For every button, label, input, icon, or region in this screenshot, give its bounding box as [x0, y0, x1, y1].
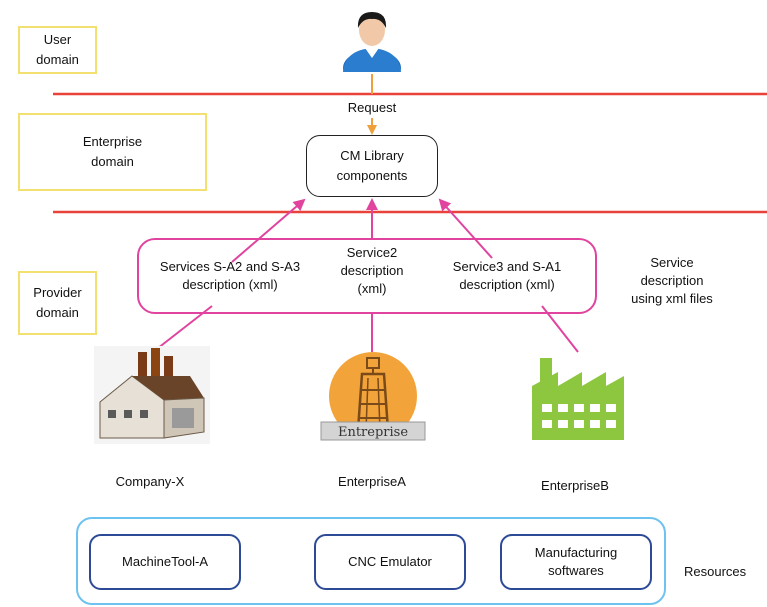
enterprise-tower-logo-icon: Entreprise: [320, 352, 426, 441]
service-left-label: Services S-A2 and S-A3 description (xml): [159, 259, 301, 292]
factory-green-icon: [532, 358, 624, 440]
user-avatar-icon: [343, 12, 401, 72]
service-description-box: [137, 238, 597, 314]
service-right-arrow: [438, 198, 493, 259]
company-x-label: Company-X: [115, 474, 185, 489]
manufacturing-softwares-box: Manufacturing softwares: [500, 534, 652, 590]
service-note: Service description using xml files: [631, 255, 713, 306]
service-left-arrow: [231, 198, 306, 263]
factory-building-icon: [94, 346, 210, 444]
machine-tool-box: MachineTool-A: [89, 534, 241, 590]
request-label: Request: [347, 100, 397, 115]
resources-container: [76, 517, 666, 605]
enterprise-domain-box: Enterprise domain: [18, 113, 207, 191]
enterprise-a-label: EnterpriseA: [338, 474, 406, 489]
enterprise-b-label: EnterpriseB: [541, 478, 609, 493]
enterprise-logo-text: Entreprise: [338, 425, 408, 440]
provider-domain-box: Provider domain: [18, 271, 97, 335]
service-middle-label: Service2 description (xml): [340, 245, 404, 296]
cm-library-box: CM Library components: [306, 135, 438, 197]
user-domain-box: User domain: [18, 26, 97, 74]
cnc-emulator-box: CNC Emulator: [314, 534, 466, 590]
service-right-label: Service3 and S-A1 description (xml): [452, 259, 562, 292]
resources-label: Resources: [684, 564, 747, 579]
